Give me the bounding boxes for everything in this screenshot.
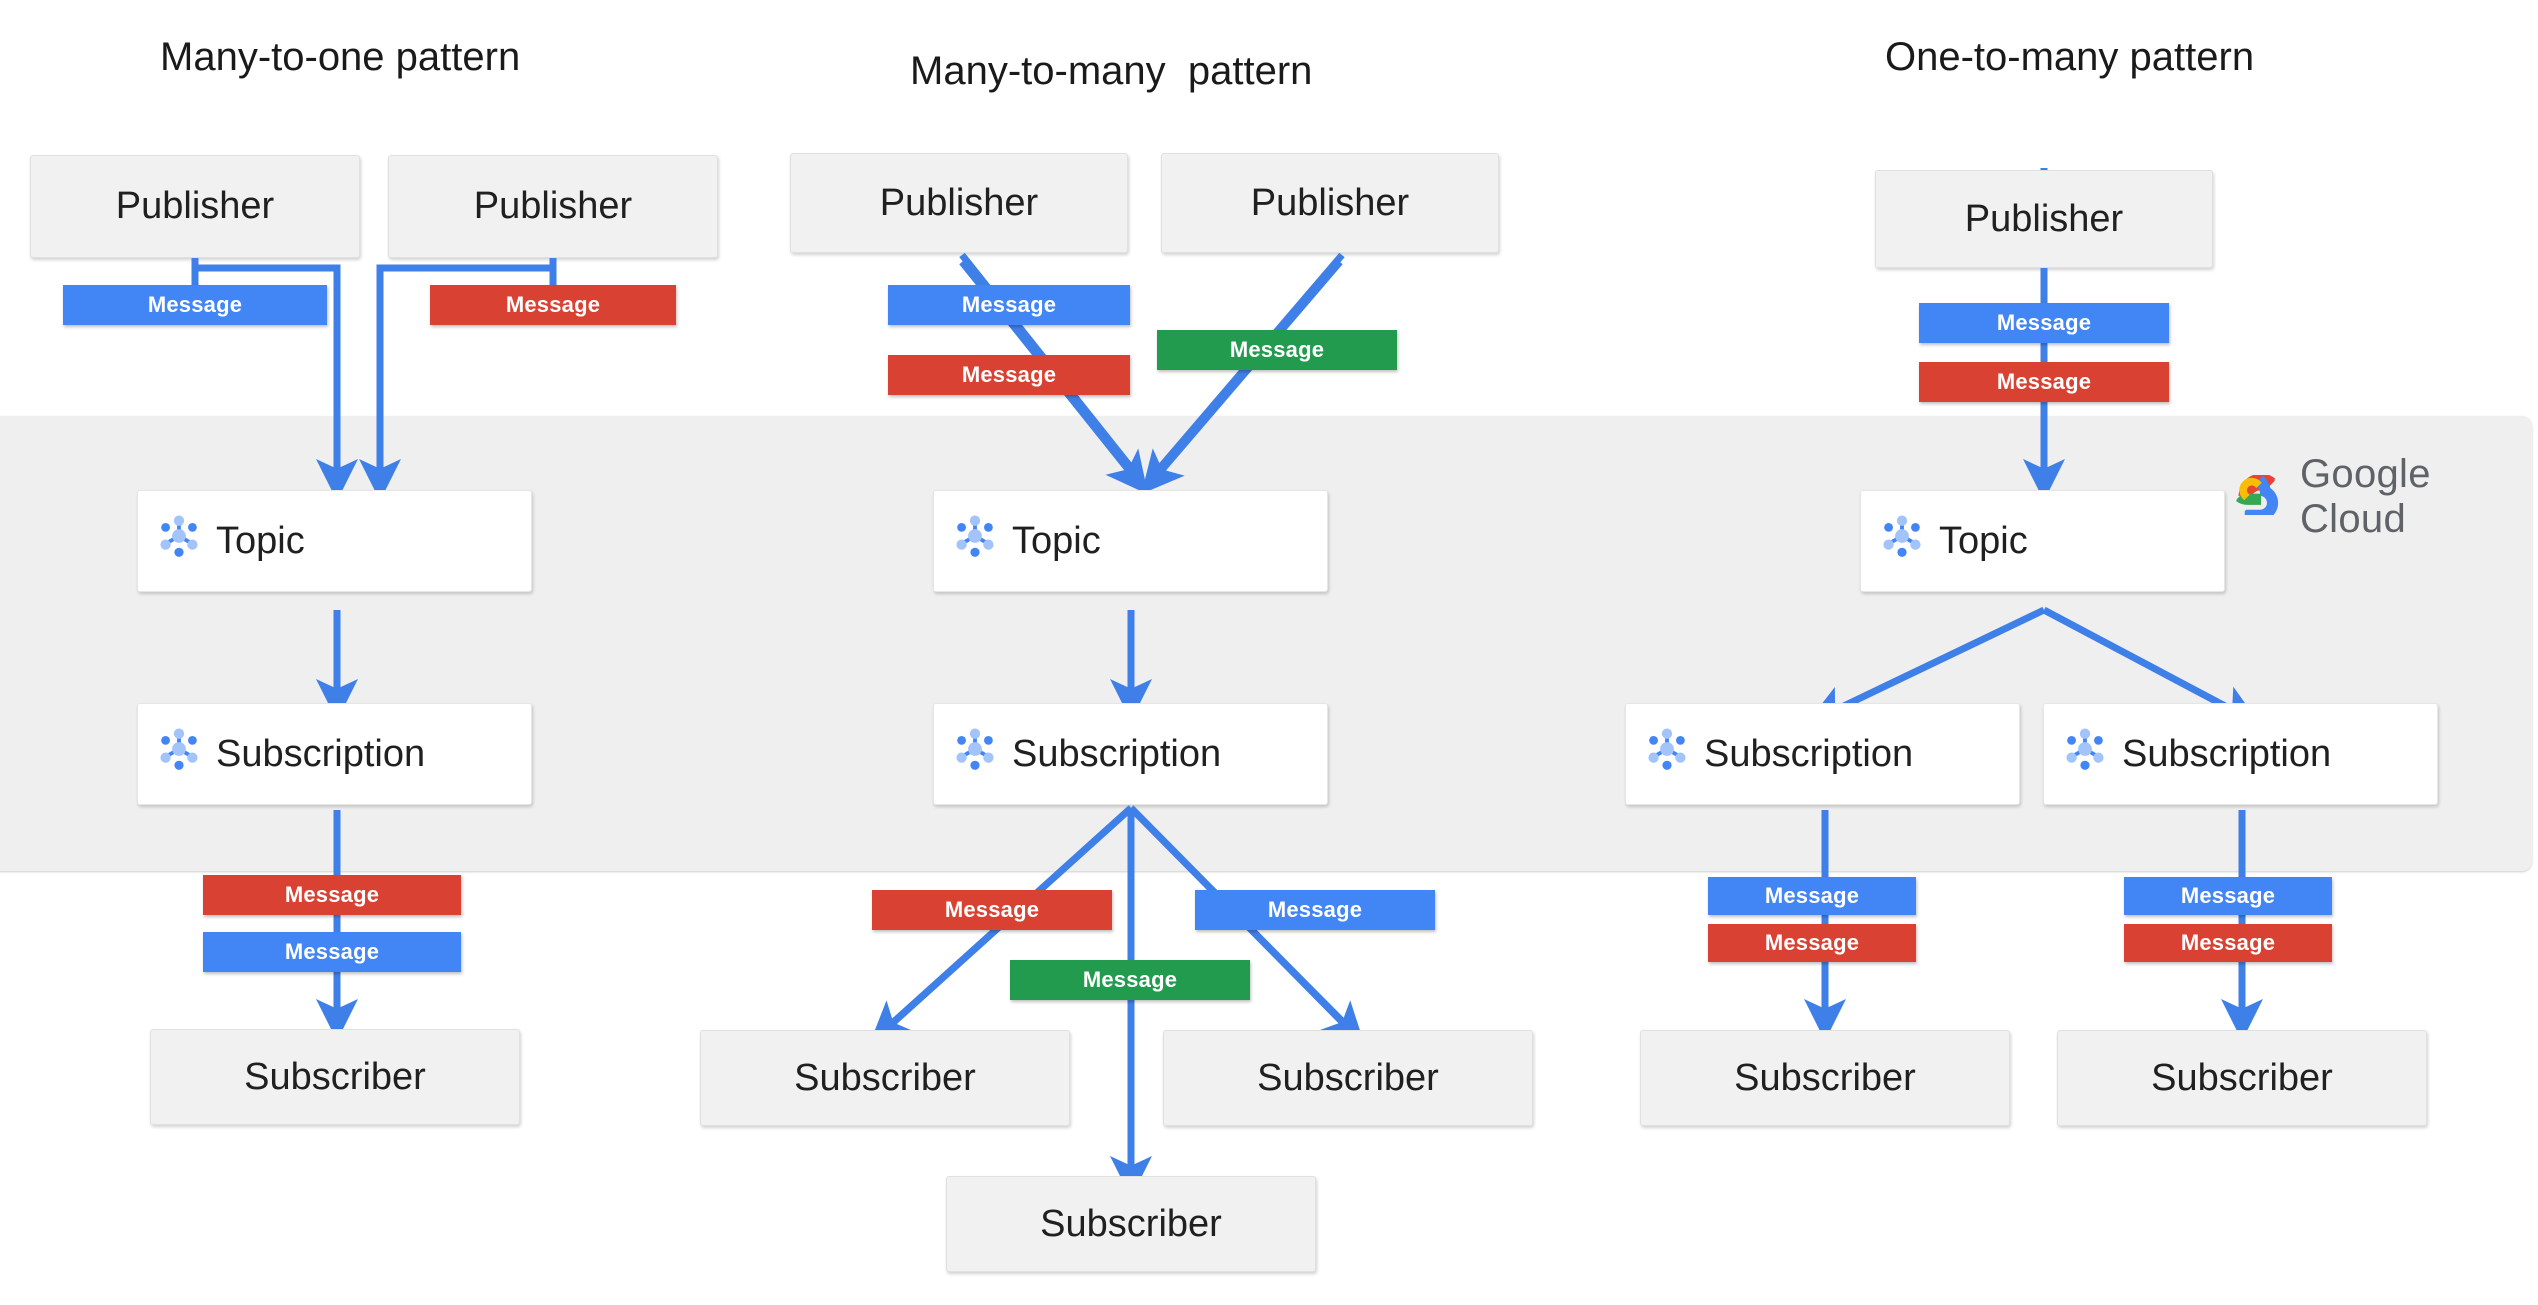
message-label: Message: [147, 292, 243, 317]
pubsub-node-icon: [1879, 513, 1925, 569]
publisher-label: Publisher: [1964, 197, 2124, 240]
subscriber-label: Subscriber: [1040, 1202, 1222, 1245]
pattern-title-many-to-many: Many-to-many pattern: [910, 49, 1313, 93]
subscriber-box[interactable]: Subscriber: [2057, 1030, 2427, 1126]
message-chip[interactable]: Message: [63, 285, 327, 325]
message-label: Message: [1229, 337, 1325, 362]
message-label: Message: [1996, 369, 2092, 394]
message-label: Message: [1764, 883, 1860, 908]
subscription-label: Subscription: [216, 732, 426, 775]
message-label: Message: [1267, 897, 1363, 922]
message-chip[interactable]: Message: [1919, 303, 2169, 343]
message-label: Message: [961, 362, 1057, 387]
pubsub-node-icon: [2062, 726, 2108, 782]
pattern-title-one-to-many: One-to-many pattern: [1885, 35, 2255, 79]
message-label: Message: [505, 292, 601, 317]
subscription-box[interactable]: Subscription: [933, 703, 1328, 805]
message-label: Message: [1996, 310, 2092, 335]
subscriber-box[interactable]: Subscriber: [150, 1029, 520, 1125]
pubsub-node-icon: [952, 726, 998, 782]
message-label: Message: [2180, 930, 2276, 955]
message-chip[interactable]: Message: [1195, 890, 1435, 930]
message-chip[interactable]: Message: [203, 875, 461, 915]
subscription-label: Subscription: [2122, 732, 2332, 775]
subscription-box[interactable]: Subscription: [1625, 703, 2020, 805]
publisher-label: Publisher: [1250, 181, 1410, 224]
subscription-label: Subscription: [1012, 732, 1222, 775]
topic-label: Topic: [216, 519, 305, 562]
pubsub-node-icon: [952, 513, 998, 569]
subscriber-label: Subscriber: [794, 1056, 976, 1099]
publisher-box[interactable]: Publisher: [30, 155, 360, 258]
message-chip[interactable]: Message: [203, 932, 461, 972]
message-chip[interactable]: Message: [888, 285, 1130, 325]
message-chip[interactable]: Message: [1919, 362, 2169, 402]
message-chip[interactable]: Message: [1708, 924, 1916, 962]
topic-label: Topic: [1939, 519, 2028, 562]
publisher-box[interactable]: Publisher: [1161, 153, 1499, 253]
message-chip[interactable]: Message: [888, 355, 1130, 395]
message-chip[interactable]: Message: [1708, 877, 1916, 915]
message-label: Message: [284, 882, 380, 907]
subscriber-label: Subscriber: [1257, 1056, 1439, 1099]
subscription-label: Subscription: [1704, 732, 1914, 775]
publisher-label: Publisher: [115, 185, 275, 227]
subscriber-box[interactable]: Subscriber: [700, 1030, 1070, 1126]
subscriber-label: Subscriber: [1734, 1056, 1916, 1099]
publisher-box[interactable]: Publisher: [790, 153, 1128, 253]
pubsub-node-icon: [156, 726, 202, 782]
message-chip[interactable]: Message: [2124, 877, 2332, 915]
subscriber-box[interactable]: Subscriber: [1640, 1030, 2010, 1126]
topic-box[interactable]: Topic: [933, 490, 1328, 592]
message-label: Message: [2180, 883, 2276, 908]
topic-box[interactable]: Topic: [137, 490, 532, 592]
subscription-box[interactable]: Subscription: [137, 703, 532, 805]
message-label: Message: [1764, 930, 1860, 955]
pubsub-node-icon: [156, 513, 202, 569]
subscriber-label: Subscriber: [2151, 1056, 2333, 1099]
message-label: Message: [1082, 967, 1178, 992]
google-cloud-wordmark: Google Cloud: [2300, 452, 2431, 541]
topic-box[interactable]: Topic: [1860, 490, 2225, 592]
message-chip[interactable]: Message: [1010, 960, 1250, 1000]
message-chip[interactable]: Message: [430, 285, 676, 325]
pubsub-node-icon: [1644, 726, 1690, 782]
subscriber-box[interactable]: Subscriber: [1163, 1030, 1533, 1126]
pattern-title-many-to-one: Many-to-one pattern: [160, 35, 521, 79]
message-chip[interactable]: Message: [1157, 330, 1397, 370]
message-label: Message: [944, 897, 1040, 922]
publisher-box[interactable]: Publisher: [1875, 170, 2213, 268]
subscriber-label: Subscriber: [244, 1055, 426, 1098]
message-chip[interactable]: Message: [2124, 924, 2332, 962]
message-label: Message: [961, 292, 1057, 317]
subscriber-box[interactable]: Subscriber: [946, 1176, 1316, 1272]
google-cloud-logo: Google Cloud: [2236, 452, 2538, 542]
topic-label: Topic: [1012, 519, 1101, 562]
message-label: Message: [284, 939, 380, 964]
subscription-box[interactable]: Subscription: [2043, 703, 2438, 805]
publisher-label: Publisher: [879, 181, 1039, 224]
google-cloud-logo-icon: [2236, 473, 2284, 521]
publisher-label: Publisher: [473, 185, 633, 227]
message-chip[interactable]: Message: [872, 890, 1112, 930]
publisher-box[interactable]: Publisher: [388, 155, 718, 258]
